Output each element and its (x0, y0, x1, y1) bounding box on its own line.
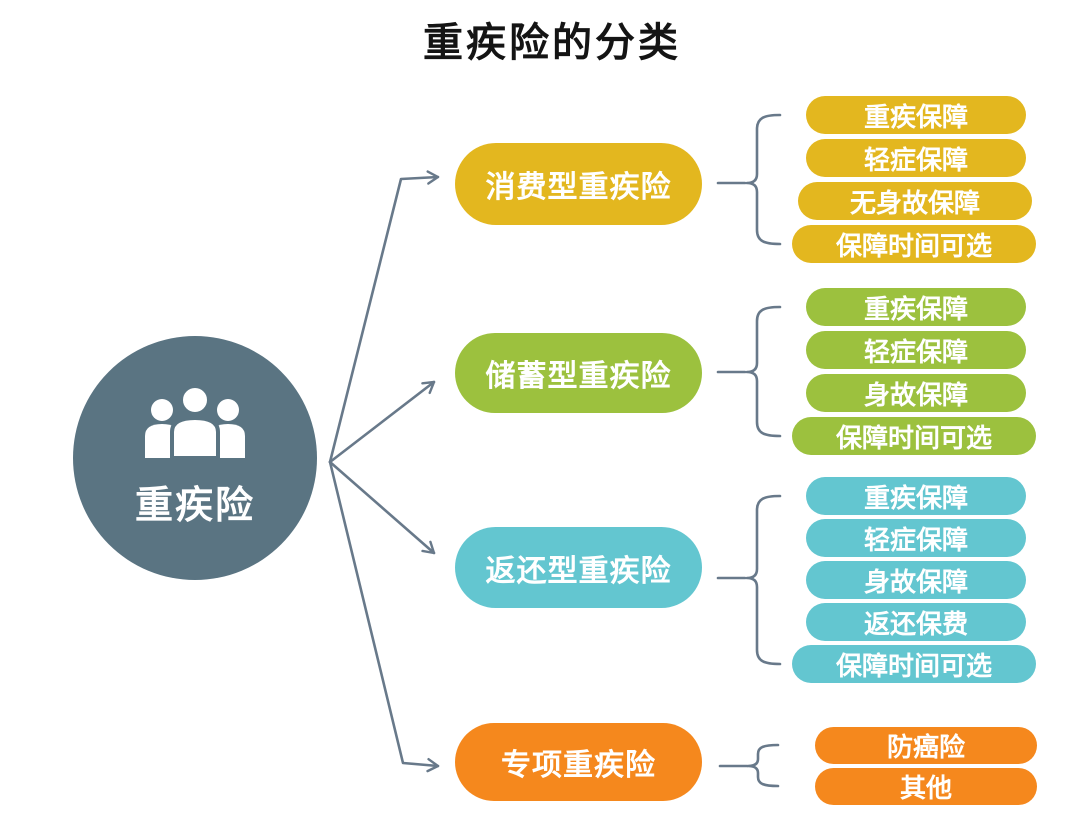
item-pill: 防癌险 (815, 727, 1037, 764)
hub-arrows (328, 170, 440, 773)
brace-1 (745, 305, 782, 438)
item-pill: 其他 (815, 768, 1037, 805)
brace-2 (745, 494, 782, 666)
item-pill: 保障时间可选 (792, 417, 1036, 455)
brace-3 (746, 743, 780, 788)
item-pill: 轻症保障 (806, 139, 1026, 177)
root-label: 重疾险 (134, 484, 255, 527)
brace-connectors (716, 113, 782, 788)
item-pill: 无身故保障 (798, 182, 1032, 220)
arrow-to-branch-1 (328, 380, 436, 464)
diagram-title: 重疾险的分类 (423, 21, 681, 65)
arrow-to-branch-2 (328, 460, 436, 555)
category-pill-consumer: 消费型重疾险 (455, 143, 702, 225)
item-pill: 轻症保障 (806, 519, 1026, 557)
category-pill-savings: 储蓄型重疾险 (455, 333, 702, 413)
arrow-to-branch-3 (328, 460, 440, 773)
item-pill: 重疾保障 (806, 96, 1026, 134)
arrow-to-branch-0 (328, 170, 440, 464)
item-pill: 重疾保障 (806, 477, 1026, 515)
brace-0 (745, 113, 782, 246)
root-node: 重疾险 (73, 336, 317, 580)
category-pill-return: 返还型重疾险 (455, 527, 702, 608)
item-pill: 身故保障 (806, 561, 1026, 599)
category-pill-special: 专项重疾险 (455, 723, 702, 801)
item-pill: 保障时间可选 (792, 225, 1036, 263)
item-pill: 保障时间可选 (792, 645, 1036, 683)
item-pill: 身故保障 (806, 374, 1026, 412)
people-group-icon (145, 383, 245, 458)
item-pill: 重疾保障 (806, 288, 1026, 326)
item-pill: 轻症保障 (806, 331, 1026, 369)
item-pill: 返还保费 (806, 603, 1026, 641)
